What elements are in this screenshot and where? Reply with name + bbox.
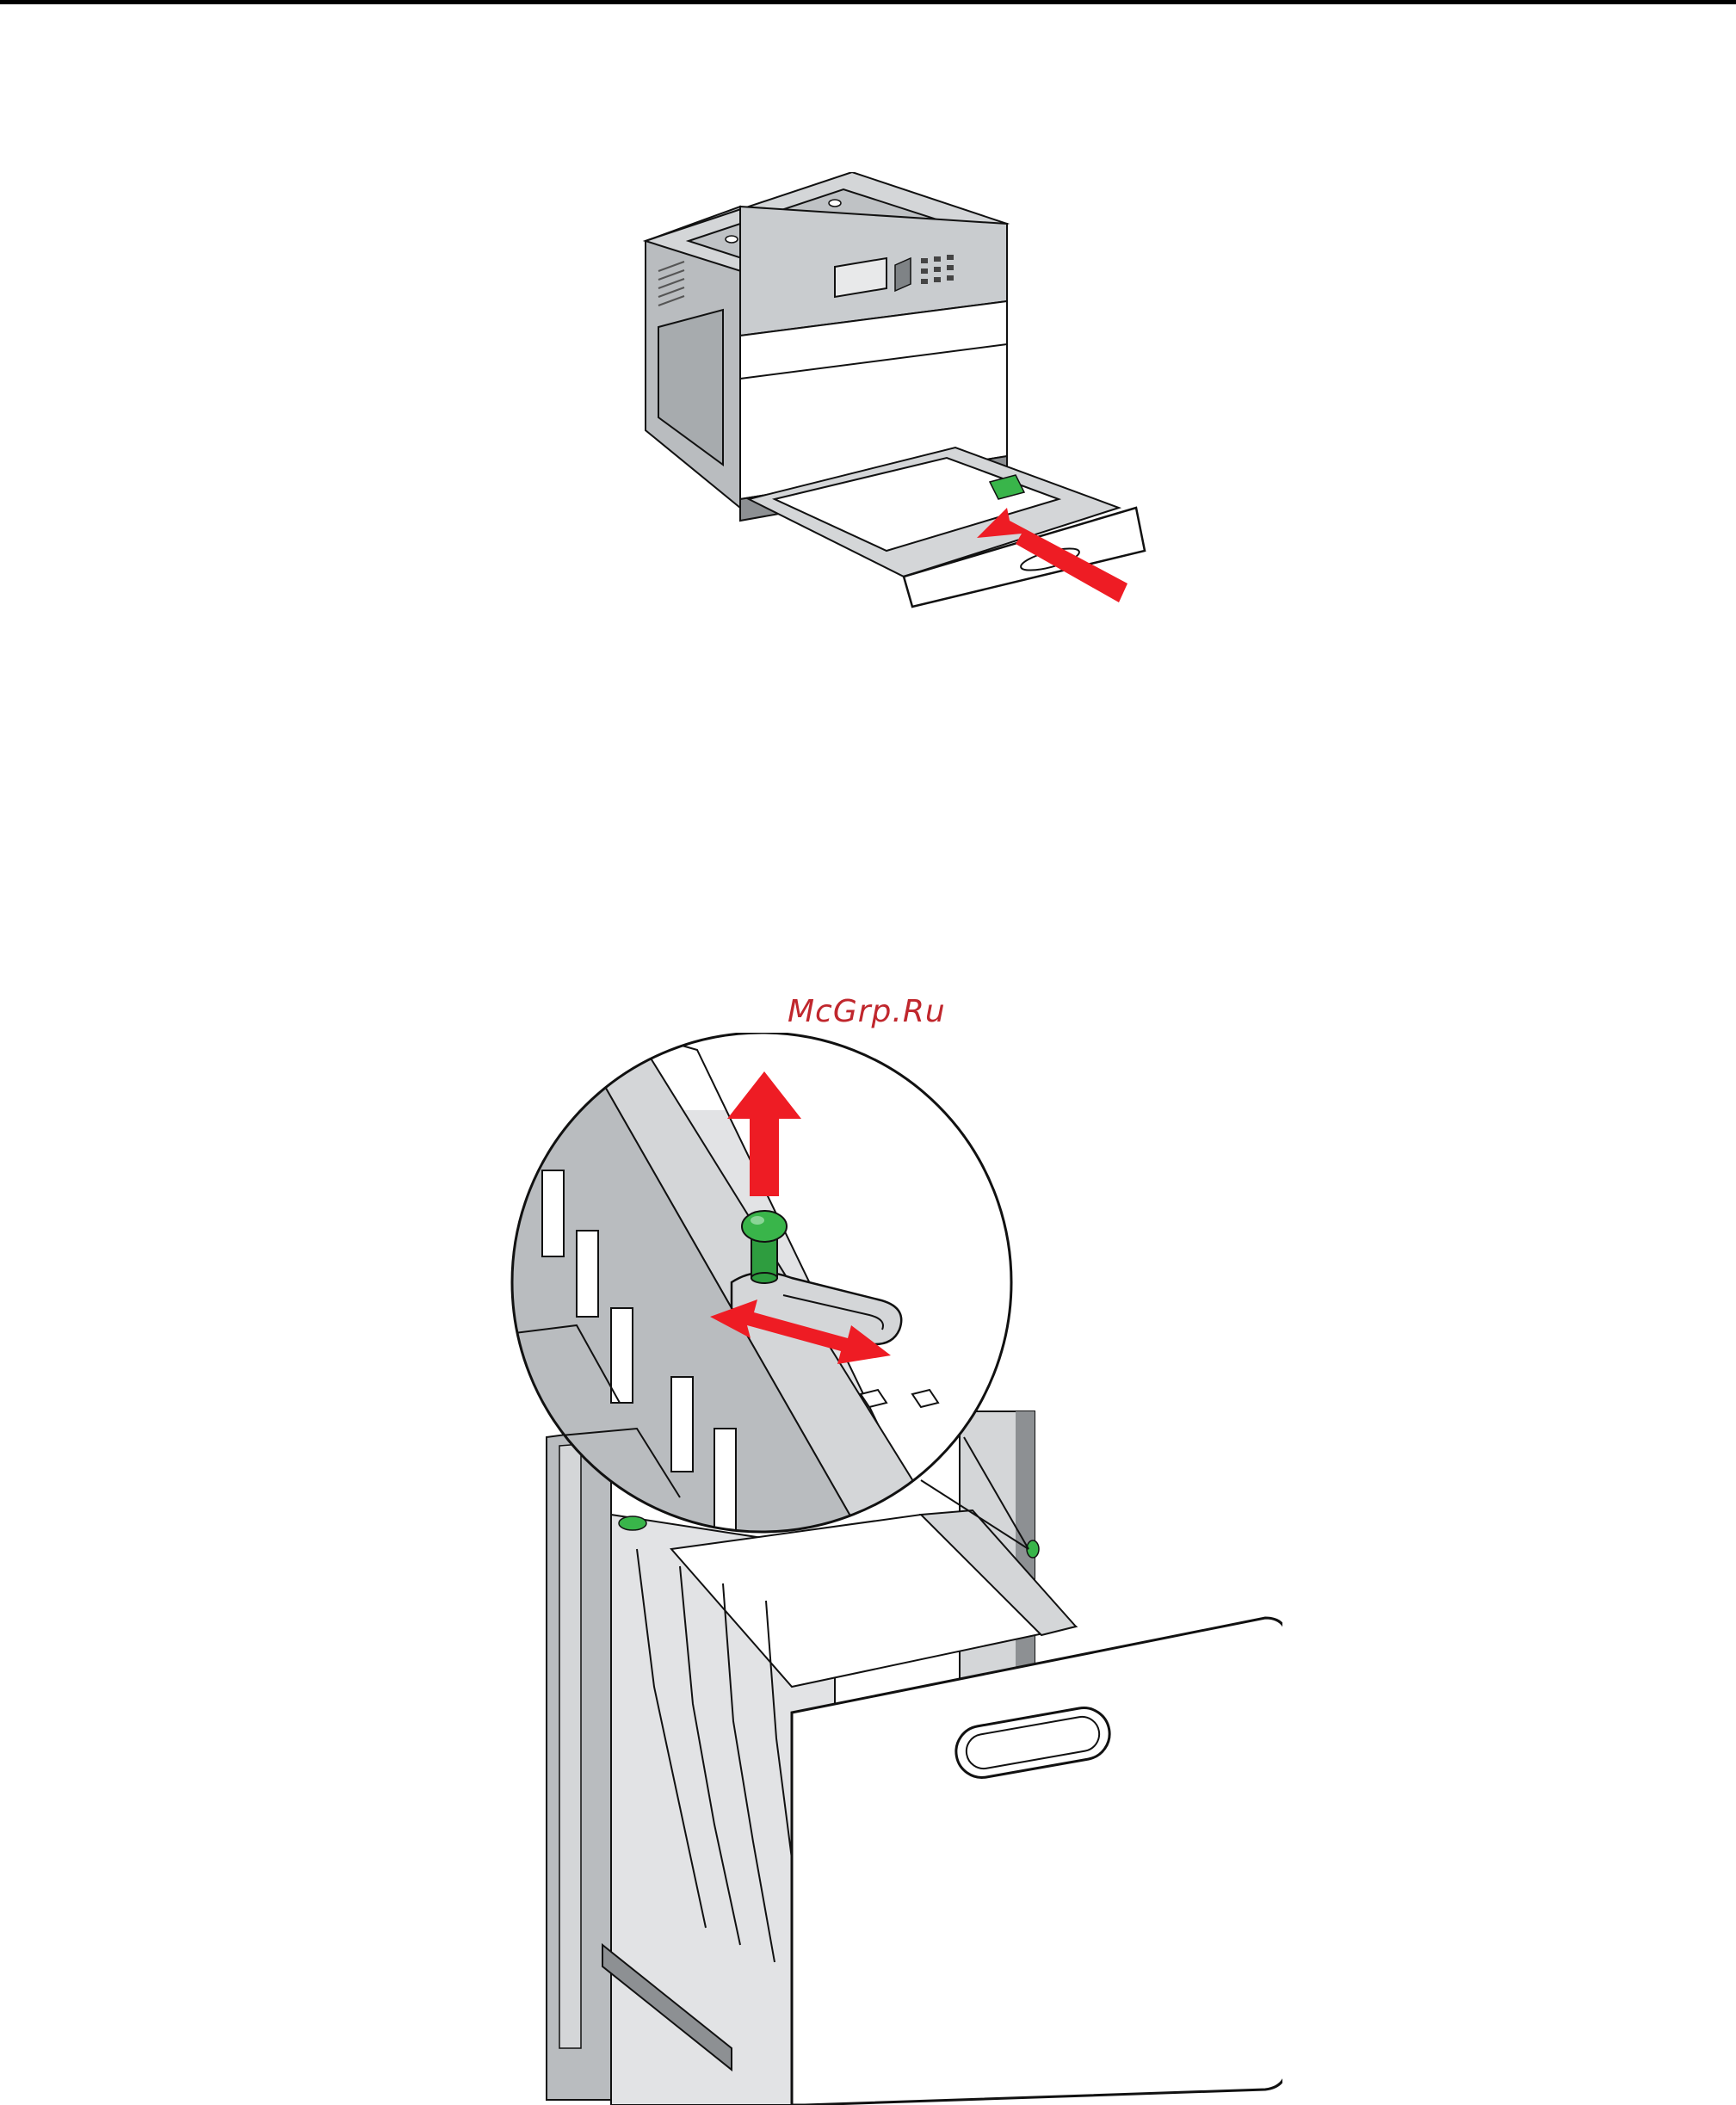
printer-tray-insert-illustration (637, 172, 1153, 620)
watermark-text: McGrp.Ru (788, 994, 946, 1029)
tray-length-guide-illustration (508, 1033, 1282, 2105)
header-rule (0, 0, 1736, 4)
tray-icon (508, 1033, 1282, 2105)
printer-icon (637, 172, 1153, 620)
